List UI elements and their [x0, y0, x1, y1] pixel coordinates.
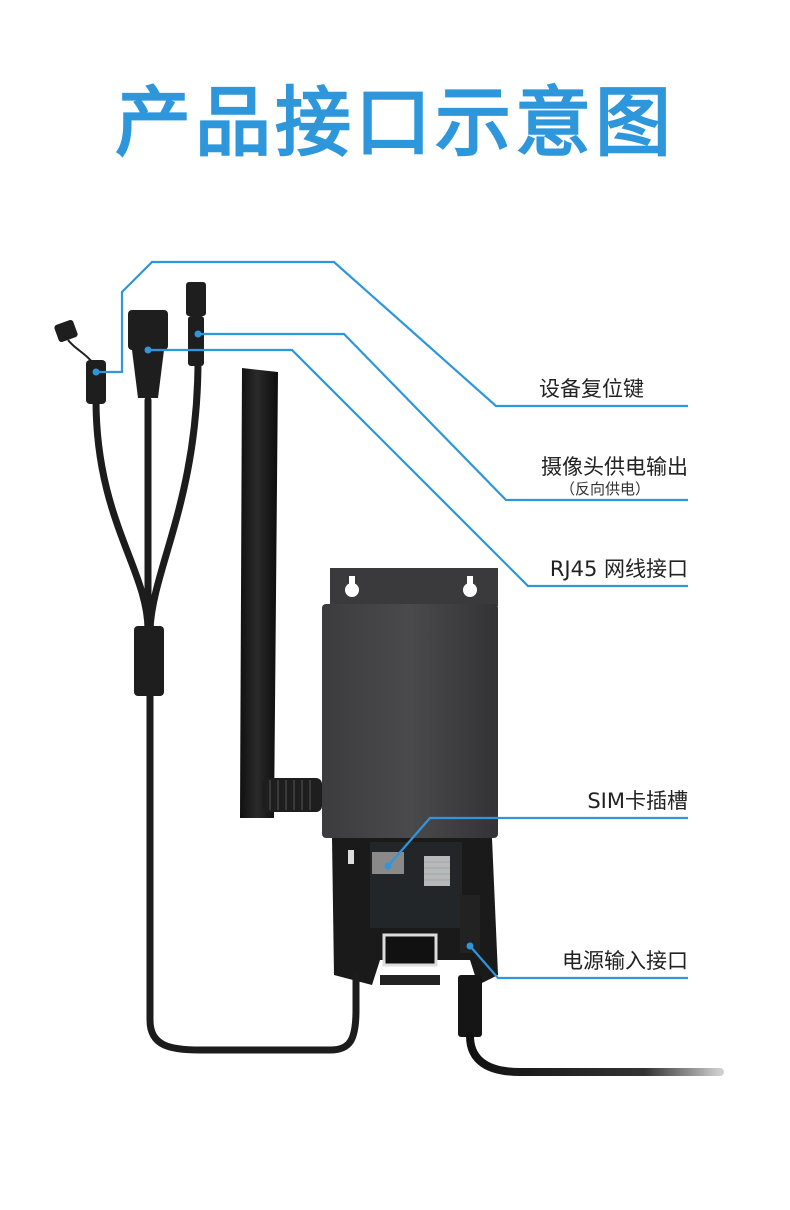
split-cable — [92, 356, 724, 1076]
dc-jack — [460, 895, 480, 953]
callout-label-reset: 设备复位键 — [539, 377, 644, 401]
antenna-joint — [262, 778, 322, 812]
callout-dot-reset — [92, 368, 100, 376]
callout-dot-rj45 — [144, 346, 152, 354]
callout-dot-sim — [384, 862, 392, 870]
callout-dot-power-in — [466, 942, 474, 950]
callout-label-power-in: 电源输入接口 — [562, 949, 688, 973]
callout-label-rj45: RJ45 网线接口 — [549, 557, 688, 581]
callout-label-camera-power: 摄像头供电输出 — [541, 455, 688, 479]
callout-line-sim — [387, 816, 688, 867]
callout-line-camera-power — [198, 332, 688, 502]
cable-connectors — [54, 282, 206, 696]
callout-lines — [96, 260, 688, 980]
antenna — [240, 368, 322, 818]
callout-dot-camera-power — [194, 330, 202, 338]
callout-line-power-in — [469, 945, 688, 980]
callout-label-sim: SIM卡插槽 — [587, 789, 688, 813]
router-enclosure — [322, 568, 498, 1037]
rj45-jack-connector — [128, 310, 168, 350]
cable-splitter — [134, 626, 164, 696]
rj45-port — [382, 933, 438, 967]
callout-dots — [92, 330, 474, 950]
dc-plug-connector — [186, 282, 206, 316]
reset-cap — [54, 319, 78, 343]
callout-line-reset — [96, 260, 688, 408]
reset-button-connector — [86, 360, 106, 404]
callout-line-rj45 — [148, 348, 688, 588]
enclosure-lid — [322, 604, 498, 838]
page-title: 产品接口示意图 — [115, 78, 675, 167]
callout-sublabel-camera-power: （反向供电） — [559, 480, 650, 498]
